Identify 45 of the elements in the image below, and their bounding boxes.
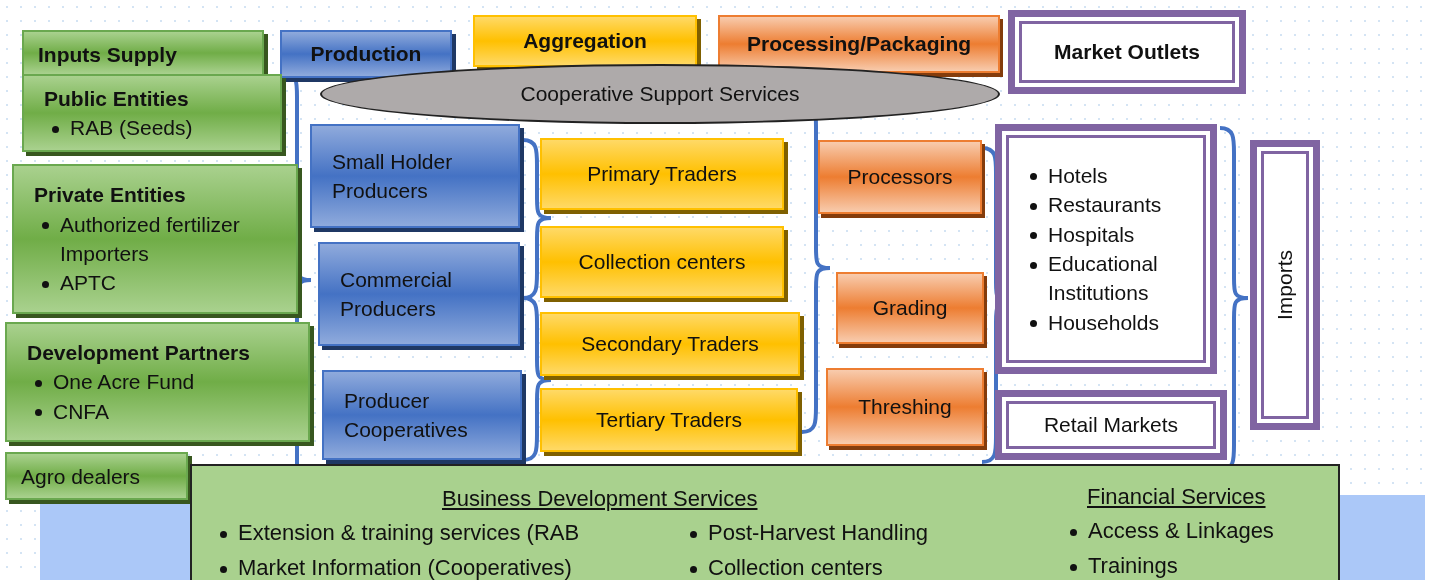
node-label: Producer Cooperatives	[344, 387, 469, 443]
list-item: Authorized fertilizer Importers	[40, 209, 276, 269]
heading: Development Partners	[27, 339, 251, 366]
list-item: Households	[1028, 307, 1190, 338]
heading: Production	[310, 41, 422, 68]
market-box	[1008, 10, 1246, 94]
node-label: Collection centers	[578, 249, 746, 276]
node-label: Processors	[847, 164, 953, 191]
node-label: Grading	[872, 295, 948, 322]
list-item: Restaurants	[1028, 190, 1190, 220]
list-item: Access & Linkages	[1068, 516, 1274, 547]
heading: Inputs Supply	[38, 42, 178, 68]
heading: Aggregation	[523, 28, 647, 55]
market-box	[995, 124, 1217, 374]
list-item: APTC	[40, 268, 276, 298]
list-item: RAB (Seeds)	[50, 113, 260, 143]
list-item: CNFA	[33, 396, 288, 427]
node-label: Retail Markets	[1043, 412, 1179, 439]
list-item: Post-Harvest Handling	[688, 518, 929, 549]
market-box	[995, 390, 1227, 460]
list-item: Hospitals	[1028, 219, 1190, 249]
node-label: Primary Traders	[587, 161, 737, 188]
node-label: Tertiary Traders	[596, 407, 742, 434]
node-label: Imports	[1272, 250, 1298, 320]
node-label: Small Holder Producers	[332, 148, 454, 204]
node-label: Agro dealers	[21, 464, 142, 490]
list-item: Collection centers	[688, 553, 883, 580]
heading: Market Outlets	[1054, 39, 1200, 66]
heading: Public Entities	[44, 85, 190, 112]
node-label: Cooperative Support Services	[520, 81, 800, 108]
heading: Business Development Services	[442, 485, 758, 513]
node-label: Threshing	[858, 394, 952, 421]
list-item: One Acre Fund	[33, 367, 288, 397]
list-item: Hotels	[1028, 160, 1190, 191]
list-item: Educational Institutions	[1028, 249, 1190, 308]
heading: Private Entities	[34, 182, 187, 209]
heading: Financial Services	[1087, 483, 1266, 511]
list-item: Market Information (Cooperatives)	[218, 553, 572, 580]
market-box	[1250, 140, 1320, 430]
node-label: Secondary Traders	[581, 331, 759, 358]
services-panel	[190, 464, 1340, 580]
list-item: Trainings	[1068, 551, 1178, 580]
node-label: Commercial Producers	[340, 266, 453, 322]
list-item: Extension & training services (RAB	[218, 518, 580, 549]
heading: Processing/Packaging	[746, 31, 972, 58]
